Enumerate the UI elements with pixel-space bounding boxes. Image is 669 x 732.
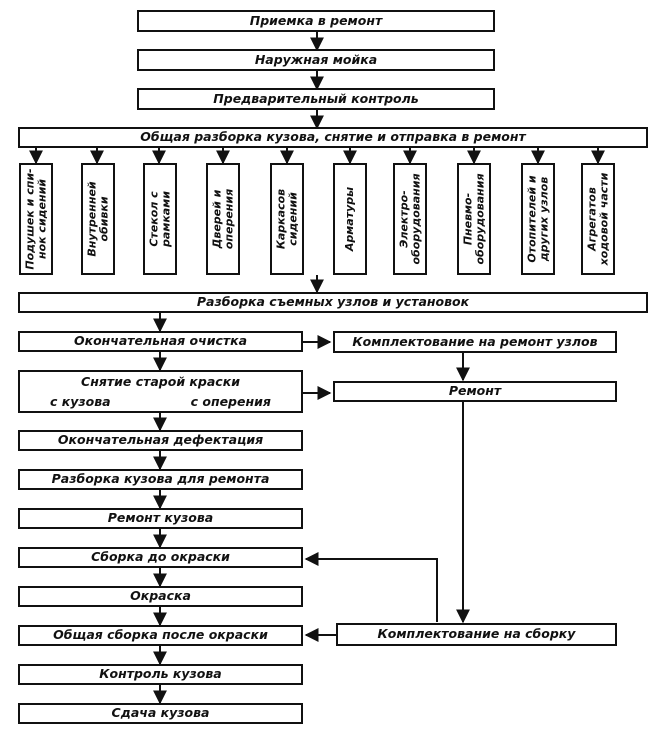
step-painting-label: Окраска: [130, 588, 191, 604]
step-body-handover-label: Сдача кузова: [111, 705, 210, 721]
part-label-9: Отопителей и других узлов: [525, 175, 550, 263]
assembly-kitting: Комплектование на сборку: [336, 623, 617, 646]
part-box-8: Пневмо- оборудования: [457, 163, 491, 275]
part-label-5: Каркасов сидений: [274, 188, 299, 250]
step-painting: Окраска: [18, 586, 303, 607]
step-pre-paint-assembly-label: Сборка до окраски: [91, 549, 230, 565]
step-post-paint-assembly: Общая сборка после окраски: [18, 625, 303, 646]
unit-repair-kitting-label: Комплектование на ремонт узлов: [352, 333, 598, 349]
step-reception-label: Приемка в ремонт: [249, 12, 383, 28]
step-paint-removal: Снятие старой краски: [18, 370, 303, 393]
step-body-handover: Сдача кузова: [18, 703, 303, 724]
step-body-disassembly-label: Разборка кузова для ремонта: [51, 471, 270, 487]
part-box-5: Каркасов сидений: [270, 163, 304, 275]
step-exterior-wash: Наружная мойка: [137, 49, 495, 71]
paint-removal-panels-label: с оперения: [190, 393, 271, 409]
part-label-1: Подушек и спи- нок сидений: [23, 168, 48, 270]
part-label-2: Внутренней обивки: [85, 181, 110, 257]
part-box-1: Подушек и спи- нок сидений: [19, 163, 53, 275]
step-removable-units-label: Разборка съемных узлов и установок: [196, 294, 470, 310]
step-final-defect-detection: Окончательная дефектация: [18, 430, 303, 451]
unit-repair: Ремонт: [333, 381, 617, 402]
step-body-repair: Ремонт кузова: [18, 508, 303, 529]
part-box-9: Отопителей и других узлов: [521, 163, 555, 275]
part-box-6: Арматуры: [333, 163, 367, 275]
step-preliminary-control: Предварительный контроль: [137, 88, 495, 110]
step-pre-paint-assembly: Сборка до окраски: [18, 547, 303, 568]
step-removable-units: Разборка съемных узлов и установок: [18, 292, 648, 313]
step-paint-removal-split: с кузова с оперения: [18, 393, 303, 413]
step-preliminary-control-label: Предварительный контроль: [213, 90, 419, 106]
part-box-7: Электро- оборудования: [393, 163, 427, 275]
part-box-3: Стекол с рамками: [143, 163, 177, 275]
part-box-2: Внутренней обивки: [81, 163, 115, 275]
step-body-inspection-label: Контроль кузова: [99, 666, 222, 682]
part-label-6: Арматуры: [343, 186, 357, 252]
part-label-7: Электро- оборудования: [397, 173, 422, 265]
unit-repair-kitting: Комплектование на ремонт узлов: [333, 331, 617, 353]
part-label-10: Агрегатов ходовой части: [585, 172, 610, 266]
step-final-cleaning-label: Окончательная очистка: [73, 333, 248, 349]
part-label-3: Стекол с рамками: [147, 191, 172, 247]
step-body-repair-label: Ремонт кузова: [107, 510, 214, 526]
part-label-4: Дверей и оперения: [210, 188, 235, 250]
step-final-defect-detection-label: Окончательная дефектация: [57, 432, 264, 448]
step-paint-removal-label: Снятие старой краски: [81, 374, 240, 390]
assembly-kitting-label: Комплектование на сборку: [377, 626, 576, 642]
step-exterior-wash-label: Наружная мойка: [254, 51, 378, 67]
step-post-paint-assembly-label: Общая сборка после окраски: [53, 627, 268, 643]
step-general-disassembly: Общая разборка кузова, снятие и отправка…: [18, 127, 648, 148]
step-reception: Приемка в ремонт: [137, 10, 495, 32]
part-box-4: Дверей и оперения: [206, 163, 240, 275]
step-body-disassembly: Разборка кузова для ремонта: [18, 469, 303, 490]
part-label-8: Пневмо- оборудования: [461, 173, 486, 265]
unit-repair-label: Ремонт: [448, 383, 502, 399]
part-box-10: Агрегатов ходовой части: [581, 163, 615, 275]
arrow-r3-s11: [304, 552, 438, 622]
step-final-cleaning: Окончательная очистка: [18, 331, 303, 352]
step-body-inspection: Контроль кузова: [18, 664, 303, 685]
paint-removal-body-label: с кузова: [50, 393, 111, 409]
step-general-disassembly-label: Общая разборка кузова, снятие и отправка…: [140, 129, 526, 145]
